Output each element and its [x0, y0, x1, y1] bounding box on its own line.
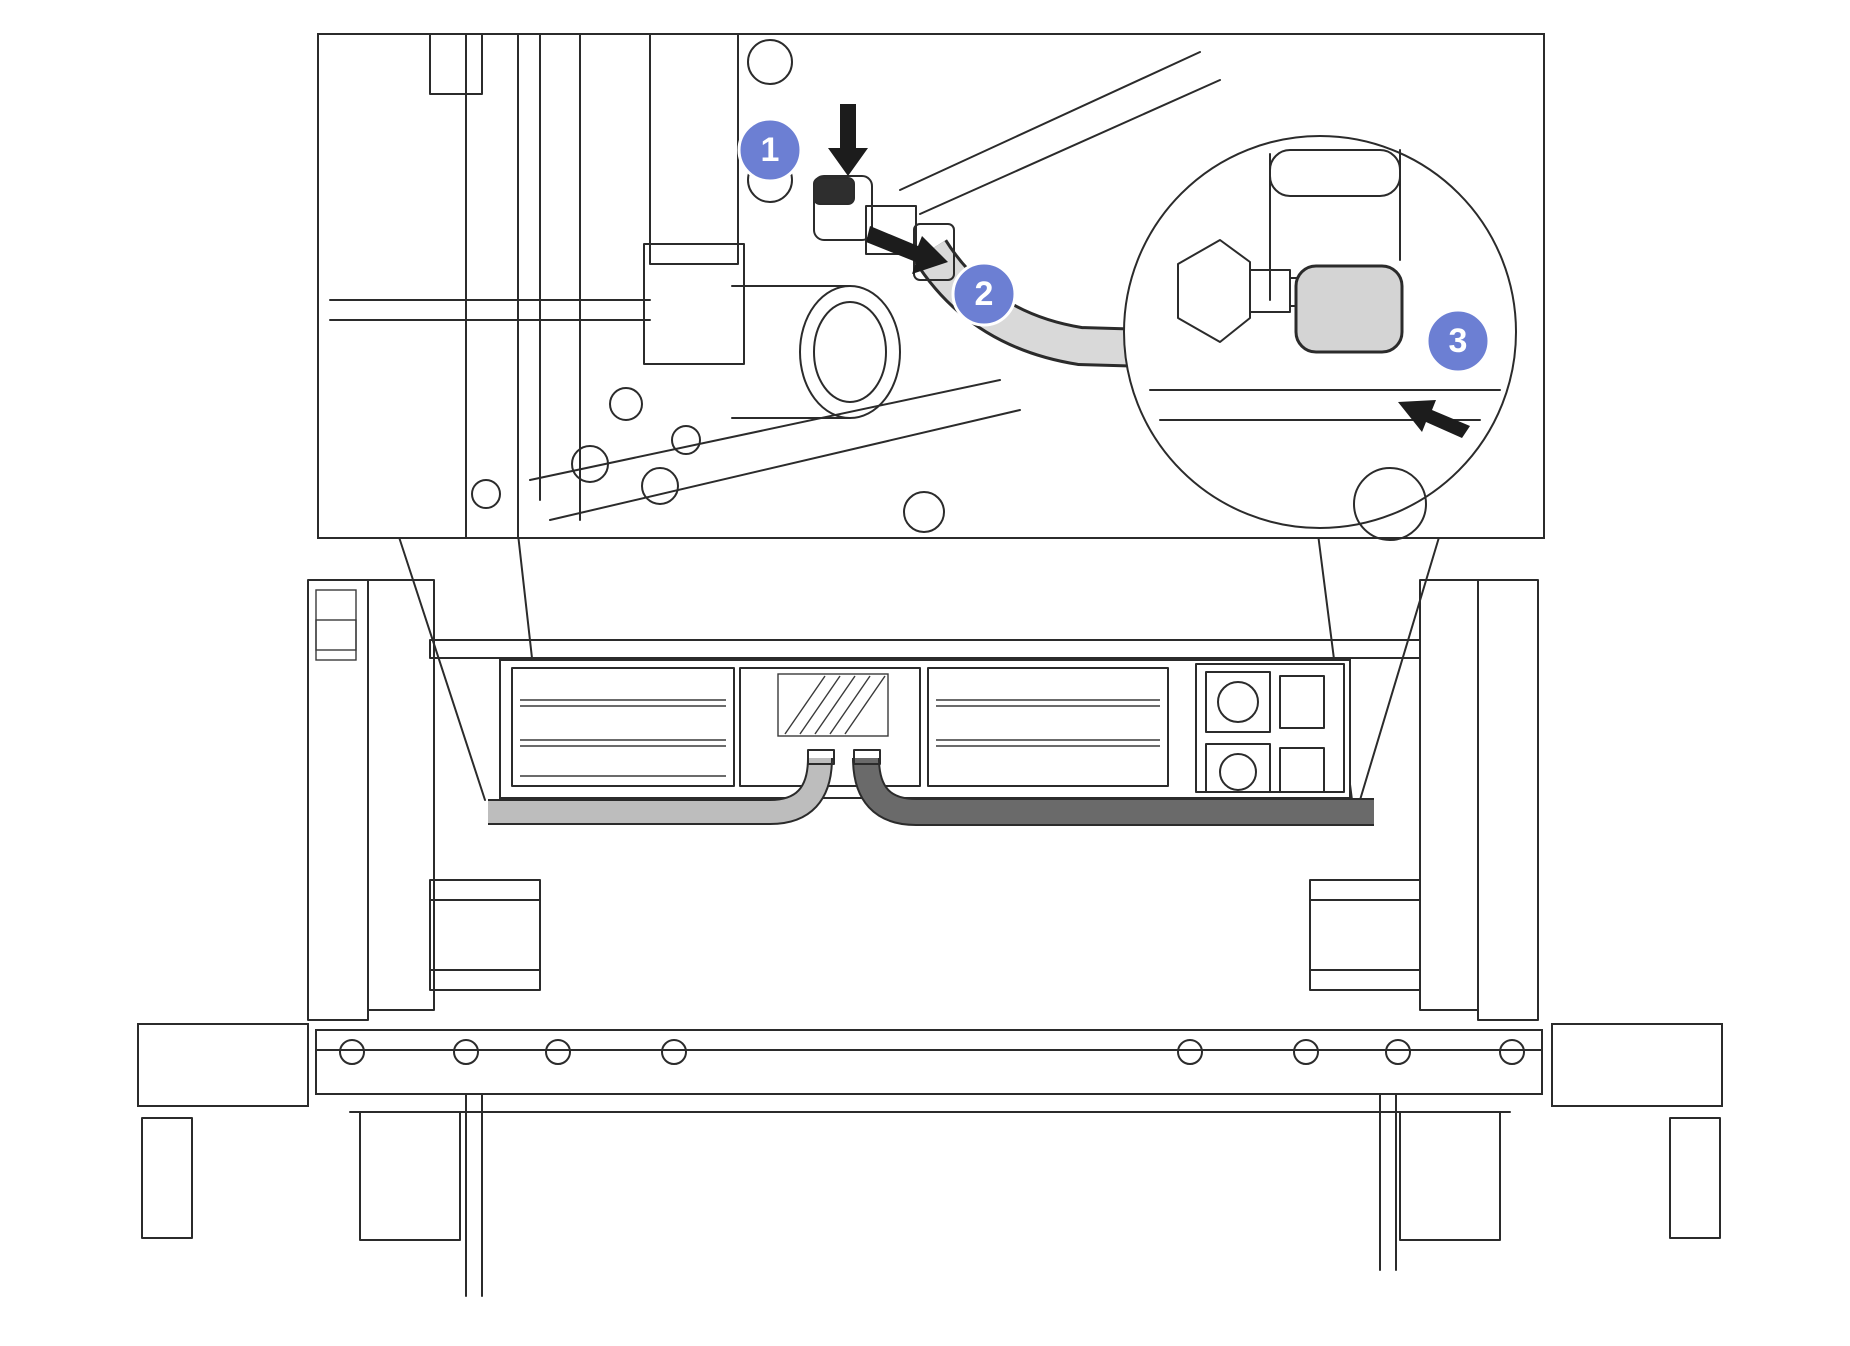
callout-3-label: 3 [1449, 322, 1468, 360]
base-crossbar [137, 1023, 1723, 1297]
callout-1: 1 [737, 117, 803, 183]
callout-2: 2 [951, 261, 1017, 327]
arrow-left-icon [1398, 400, 1470, 438]
callout-1-label: 1 [761, 131, 780, 169]
callout-2-label: 2 [975, 275, 994, 313]
action-arrows [828, 104, 1470, 438]
arrow-right-icon [866, 226, 948, 274]
server-chassis [499, 659, 1351, 799]
callout-3: 3 [1425, 308, 1491, 374]
arrow-down-icon [828, 104, 868, 176]
rack-frame [307, 579, 1539, 1021]
main-hoses [488, 749, 1374, 826]
